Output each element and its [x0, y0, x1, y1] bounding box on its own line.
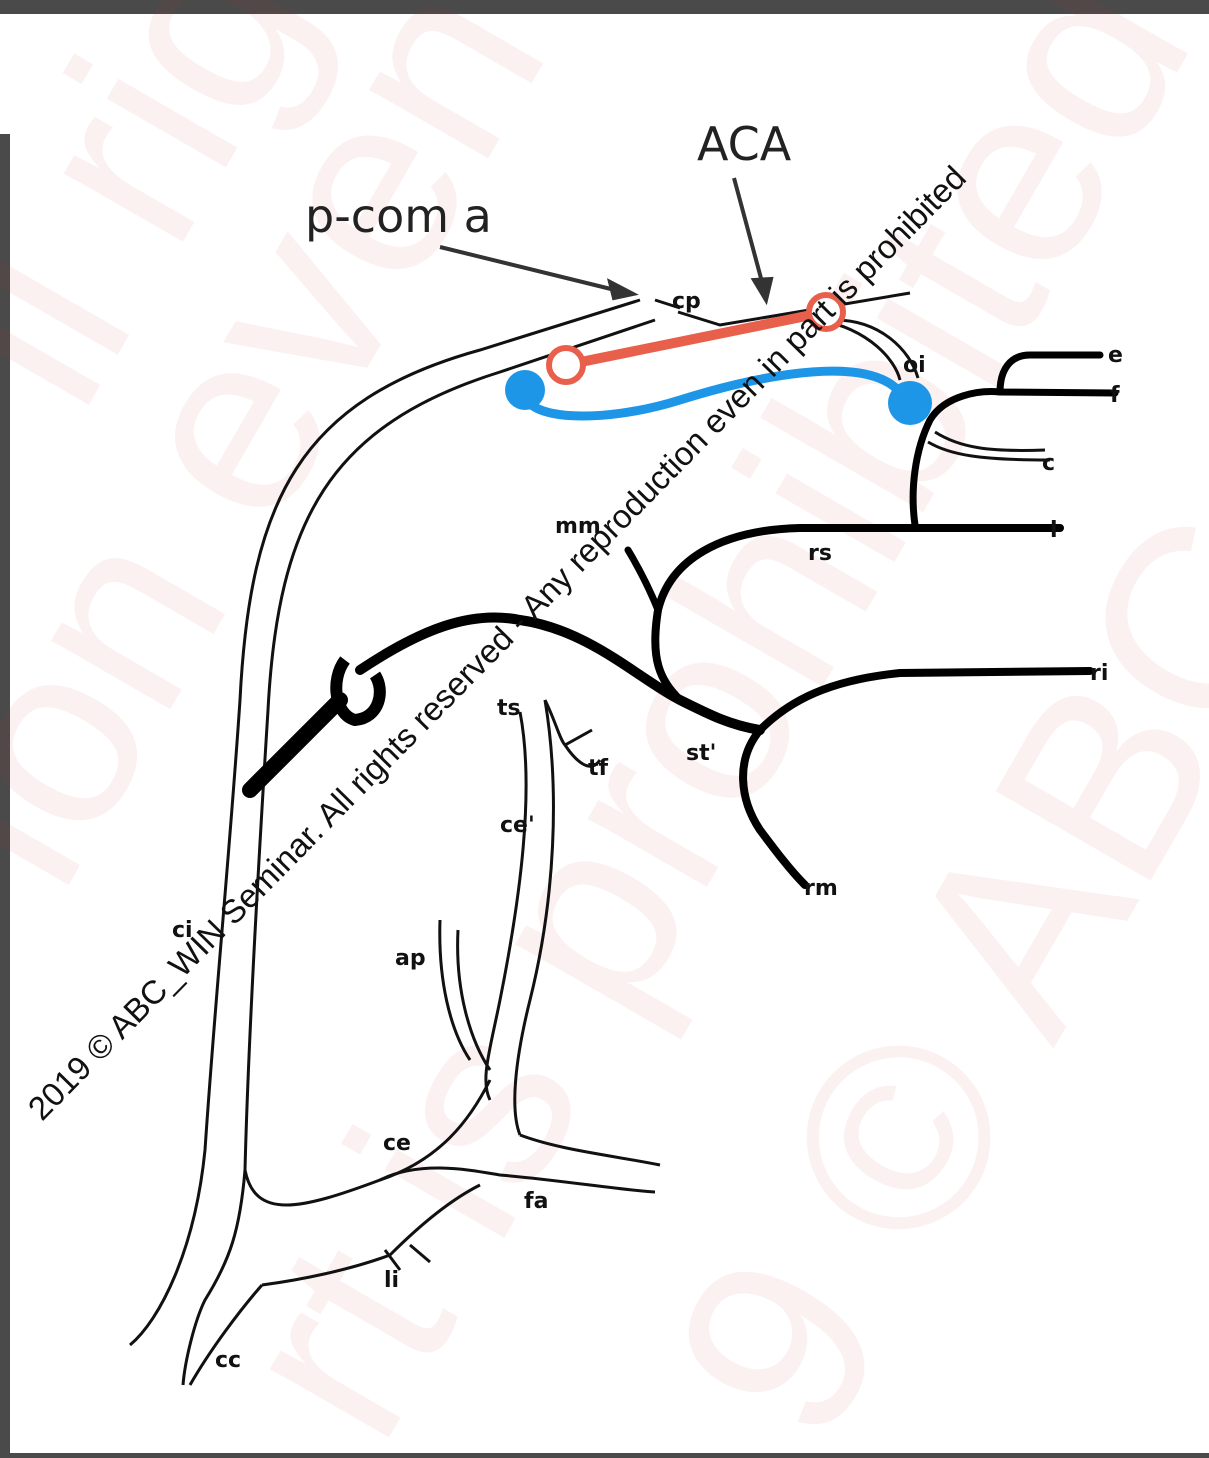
label-e: e: [1108, 343, 1123, 368]
label-rs: rs: [808, 541, 832, 566]
label-f: f: [1110, 383, 1120, 408]
label-c: c: [1042, 451, 1055, 476]
label-li: li: [384, 1268, 399, 1293]
label-rm: rm: [804, 876, 838, 901]
label-fa: fa: [524, 1189, 548, 1214]
label-ts: ts: [497, 696, 521, 721]
label-ap: ap: [395, 946, 426, 971]
label-l: l: [1050, 518, 1058, 543]
label-ce-prime: ce': [500, 813, 535, 838]
label-cp: cp: [672, 289, 701, 314]
aca-callout: ACA: [697, 117, 792, 171]
label-tf: tf: [588, 756, 609, 781]
label-oi: oi: [903, 353, 926, 378]
label-ri: ri: [1090, 661, 1108, 686]
label-st: st': [686, 741, 716, 766]
label-cc: cc: [215, 1348, 241, 1373]
label-ce: ce: [383, 1131, 411, 1156]
pcom-callout: p-com a: [305, 189, 492, 243]
